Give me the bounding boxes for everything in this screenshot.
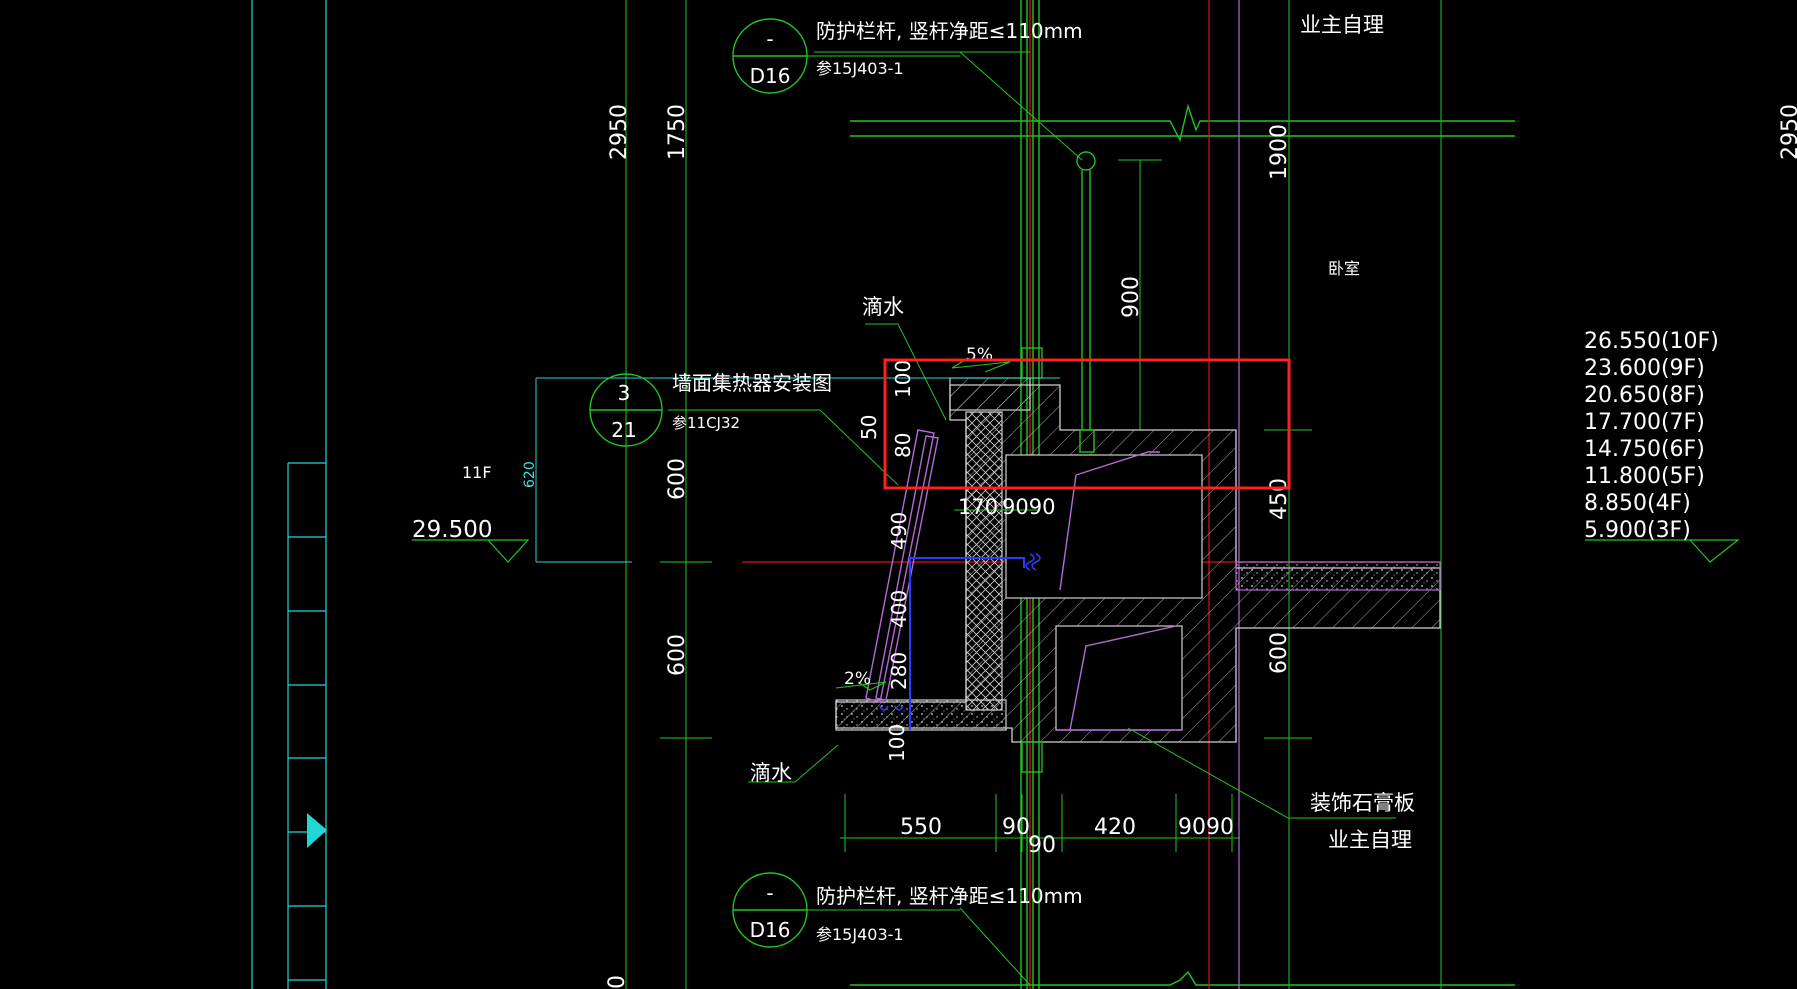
bedroom-label: 卧室 — [1328, 259, 1360, 278]
dim-600-b: 600 — [665, 634, 690, 676]
callout-bottom-ref: 参15J403-1 — [816, 925, 904, 944]
elevation-row: 23.600(9F) — [1584, 356, 1705, 381]
dimension-620: 620 — [522, 461, 538, 488]
elevation-row: 14.750(6F) — [1584, 437, 1705, 462]
floor-elevation-table: 26.550(10F) 23.600(9F) 20.650(8F) 17.700… — [1584, 329, 1719, 543]
dim-bottom-left: 0 — [605, 975, 630, 989]
dim-1750: 1750 — [665, 104, 690, 160]
elevation-29500: 29.500 — [412, 517, 492, 543]
callout-left-ref: 参11CJ32 — [672, 414, 740, 432]
dim-170: 170 — [958, 495, 998, 519]
annotation-labels: 业主自理 卧室 滴水 滴水 5% 2% 装饰石膏板 业主自理 11F 29.50… — [412, 13, 1415, 852]
dim-2950-right: 2950 — [1778, 104, 1797, 160]
dim-9090-mid: 9090 — [1002, 495, 1055, 519]
dim-600-right: 600 — [1267, 632, 1292, 674]
drip-label-top: 滴水 — [862, 295, 904, 319]
railing-post — [1076, 151, 1096, 453]
slope-arrows — [835, 357, 1011, 691]
vertical-dimension-texts: 2950 1750 600 600 1900 900 450 600 100 5… — [605, 104, 1797, 989]
dim-1900: 1900 — [1267, 124, 1292, 180]
floor-screed — [1235, 561, 1441, 591]
dim-600-a: 600 — [665, 458, 690, 500]
dim-2950-left: 2950 — [607, 104, 632, 160]
dim-420: 420 — [1094, 815, 1136, 840]
upper-ledge — [949, 377, 1031, 411]
callout-left-number: 3 — [618, 381, 631, 405]
lower-drip-edge — [835, 699, 1007, 731]
dim-900: 900 — [1119, 276, 1144, 318]
elevation-row: 17.700(7F) — [1584, 410, 1705, 435]
elevation-row: 5.900(3F) — [1584, 518, 1691, 543]
leader-lines — [535, 51, 1396, 986]
callout-top-sheet: D16 — [750, 64, 791, 88]
floor-11f-label: 11F — [462, 463, 492, 482]
owner-label-top: 业主自理 — [1300, 13, 1384, 37]
elevation-row: 26.550(10F) — [1584, 329, 1719, 354]
elevation-row: 8.850(4F) — [1584, 491, 1691, 516]
left-axis-lines — [251, 0, 327, 989]
elevation-row: 11.800(5F) — [1584, 464, 1705, 489]
water-pipe — [909, 556, 1025, 730]
top-break-line — [850, 103, 1515, 142]
dim-550: 550 — [900, 815, 942, 840]
section-marker-triangle — [307, 813, 327, 848]
left-axis-ticks — [288, 462, 326, 981]
dim-400: 400 — [887, 590, 911, 628]
dim-9090-bottom: 9090 — [1178, 815, 1234, 840]
callout-top-ref: 参15J403-1 — [816, 59, 904, 78]
lower-cavity — [1055, 625, 1183, 731]
dim-80: 80 — [891, 433, 915, 458]
horizontal-dimension-line — [840, 509, 1240, 852]
horizontal-dimension-texts: 170 9090 550 90 90 420 9090 — [900, 495, 1234, 858]
slope-label-bottom: 2% — [844, 669, 871, 689]
upper-cavity — [1005, 454, 1203, 599]
callout-top-number: - — [766, 27, 773, 51]
callout-left: 3 21 墙面集热器安装图 参11CJ32 — [589, 371, 832, 447]
callout-bottom-number: - — [766, 881, 773, 905]
dim-100-bottom: 100 — [885, 724, 909, 762]
bottom-break-line — [850, 970, 1515, 986]
callout-left-title: 墙面集热器安装图 — [672, 371, 832, 395]
dim-280: 280 — [887, 652, 911, 690]
owner-label-bottom: 业主自理 — [1328, 828, 1412, 852]
solar-collector-outline — [865, 429, 1182, 731]
dim-50: 50 — [857, 415, 881, 440]
highlight-box — [883, 358, 1291, 490]
insulation-layer — [965, 411, 1003, 711]
dim-90-b: 90 — [1028, 833, 1056, 858]
callout-left-sheet: 21 — [611, 418, 636, 442]
gypsum-board-label: 装饰石膏板 — [1310, 791, 1415, 815]
dim-90-a: 90 — [1002, 815, 1030, 840]
slope-label-top: 5% — [966, 345, 993, 365]
callout-top: - D16 防护栏杆, 竖杆净距≤110mm 参15J403-1 — [732, 18, 1083, 94]
callout-bottom-sheet: D16 — [750, 918, 791, 942]
dim-100-top: 100 — [891, 360, 915, 398]
elevation-row: 20.650(8F) — [1584, 383, 1705, 408]
callout-bottom: - D16 防护栏杆, 竖杆净距≤110mm 参15J403-1 — [732, 872, 1083, 948]
pipe-fittings — [879, 553, 1041, 711]
callout-top-title: 防护栏杆, 竖杆净距≤110mm — [816, 19, 1083, 43]
vertical-dimension-lines — [625, 0, 1442, 989]
elevation-markers — [412, 539, 1740, 563]
callout-bottom-title: 防护栏杆, 竖杆净距≤110mm — [816, 884, 1083, 908]
drip-label-bottom: 滴水 — [750, 761, 792, 785]
dim-490: 490 — [887, 512, 911, 550]
